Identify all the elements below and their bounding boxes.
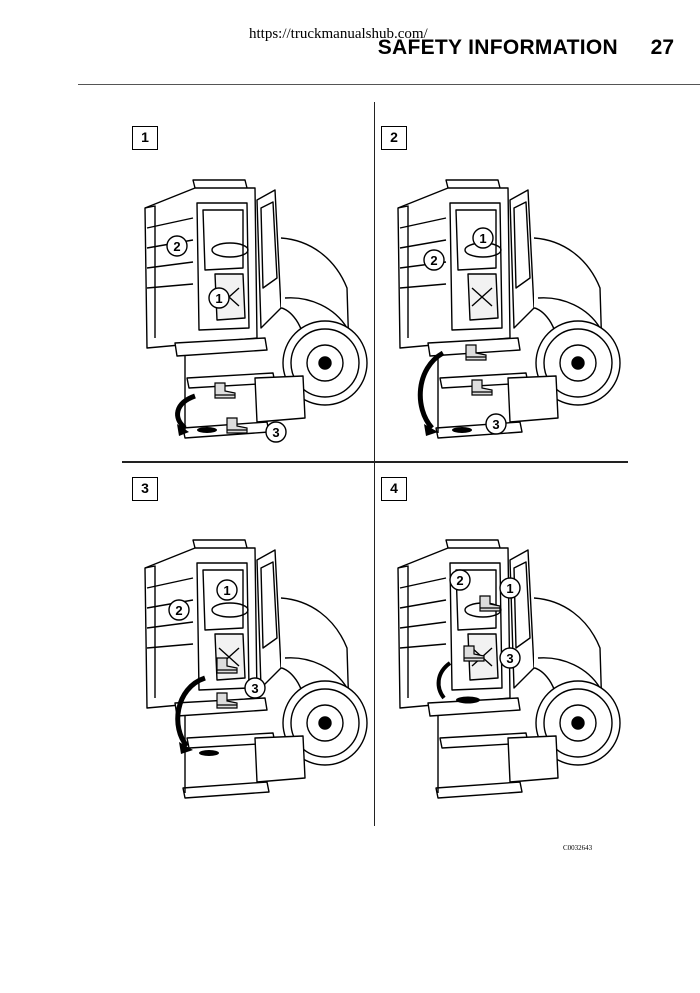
svg-text:3: 3 <box>506 651 513 666</box>
header-rule <box>78 84 700 85</box>
page-number: 27 <box>650 36 674 59</box>
figure-code: C0032643 <box>563 844 593 852</box>
page-title: SAFETY INFORMATION <box>377 36 618 59</box>
horizontal-divider <box>122 461 628 463</box>
watermark-url[interactable]: https://truckmanualshub.com/ <box>249 26 428 42</box>
step-box-3: 3 <box>132 477 158 501</box>
illustration-step-2: 1 2 3 <box>397 179 621 439</box>
step-box-1: 1 <box>132 126 158 150</box>
callout-1: 1 <box>472 227 494 249</box>
callout-3: 3 <box>485 413 507 435</box>
callout-2: 2 <box>423 249 445 271</box>
callout-3: 3 <box>244 677 266 699</box>
svg-text:1: 1 <box>506 581 513 596</box>
callout-2: 2 <box>449 569 471 591</box>
svg-text:2: 2 <box>173 239 180 254</box>
illustration-step-1: 2 1 3 <box>144 179 368 443</box>
svg-text:1: 1 <box>223 583 230 598</box>
svg-text:2: 2 <box>456 573 463 588</box>
svg-text:2: 2 <box>430 253 437 268</box>
svg-text:3: 3 <box>272 425 279 440</box>
callout-2: 2 <box>168 599 190 621</box>
step-box-4: 4 <box>381 477 407 501</box>
illustration-step-3: 1 2 3 <box>144 539 368 799</box>
callout-2: 2 <box>166 235 188 257</box>
step-box-2: 2 <box>381 126 407 150</box>
illustration-step-4: 2 1 3 <box>397 539 621 799</box>
callout-1: 1 <box>216 579 238 601</box>
svg-text:1: 1 <box>215 291 222 306</box>
svg-text:1: 1 <box>479 231 486 246</box>
callout-1: 1 <box>499 577 521 599</box>
svg-text:3: 3 <box>251 681 258 696</box>
vertical-divider <box>374 102 375 826</box>
callout-3: 3 <box>499 647 521 669</box>
callout-1: 1 <box>208 287 230 309</box>
svg-text:3: 3 <box>492 417 499 432</box>
callout-3: 3 <box>265 421 287 443</box>
svg-text:2: 2 <box>175 603 182 618</box>
